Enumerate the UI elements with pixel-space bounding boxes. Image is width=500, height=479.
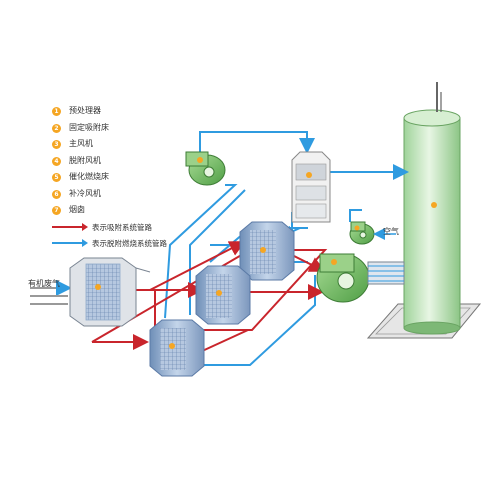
marker-dot-icon: 7 [52,206,61,215]
legend-item-label: 主风机 [69,139,93,148]
marker-dot-icon [306,172,312,178]
marker-dot-icon: 1 [52,107,61,116]
legend-item-label: 催化燃烧床 [69,172,109,181]
legend-item-7: 7 烟囱 [52,203,202,220]
adsorption-bed-bottom [149,319,205,377]
legend-red-label: 表示吸附系统管路 [92,222,152,232]
marker-dot-icon: 6 [52,189,61,199]
legend-item-4: 4 脱附风机 [52,154,202,171]
legend-item-3: 3 主风机 [52,137,202,154]
desorption-fan [185,151,226,186]
adsorption-bed-top [239,221,295,281]
marker-dot-icon [169,343,175,349]
marker-dot-icon [95,284,101,290]
chimney [403,82,461,335]
marker-dot-icon: 4 [52,156,61,166]
marker-dot-icon [197,157,203,163]
legend-item-6: 6 补冷风机 [52,187,202,204]
main-fan [316,253,405,303]
marker-dot-icon: 5 [52,173,61,182]
red-arrow-icon [52,222,88,231]
marker-dot-icon [260,247,266,253]
legend-item-label: 预处理器 [69,106,101,115]
marker-dot-icon [431,202,437,208]
legend-item-label: 脱附风机 [69,155,101,165]
marker-dot-icon [216,290,222,296]
legend-blue-line: 表示脱附燃烧系统管路 [52,236,202,252]
legend-item-5: 5 催化燃烧床 [52,170,202,187]
adsorption-bed-middle [195,265,251,325]
marker-dot-icon [354,225,360,231]
pretreatment-unit [69,257,151,327]
legend-red-line: 表示吸附系统管路 [52,220,202,236]
catalytic-combustion-bed [291,151,331,223]
legend-item-label: 补冷风机 [69,188,101,198]
inlet-arrows [30,280,72,305]
cooling-fan [349,221,375,245]
legend-blue-label: 表示脱附燃烧系统管路 [92,238,167,248]
legend-item-label: 烟囱 [69,205,85,214]
air-label: 空气 [383,227,399,236]
legend-item-1: 1 预处理器 [52,104,202,121]
inlet-label: 有机废气 [28,279,60,288]
marker-dot-icon: 2 [52,123,61,133]
legend: 1 预处理器 2 固定吸附床 3 主风机 4 脱附风机 5 催化燃烧床 6 补冷… [52,104,202,252]
legend-item-label: 固定吸附床 [69,122,109,132]
legend-item-2: 2 固定吸附床 [52,121,202,138]
marker-dot-icon [331,259,337,265]
blue-arrow-icon [52,238,88,247]
marker-dot-icon: 3 [52,140,61,149]
